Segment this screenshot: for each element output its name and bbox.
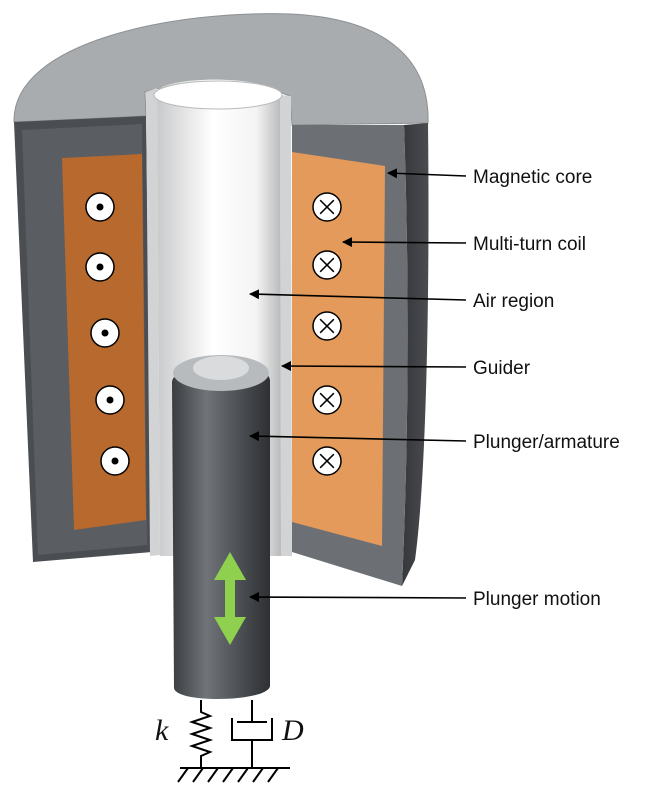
coil-right-section — [292, 152, 385, 546]
current-in-icon — [312, 192, 342, 222]
guider-tube — [146, 88, 160, 556]
arrow-magnetic-core — [387, 168, 467, 179]
spring-k — [188, 700, 214, 768]
current-out-icon — [90, 318, 120, 348]
current-in-icon — [312, 311, 342, 341]
label-magnetic-core: Magnetic core — [473, 167, 592, 188]
arrow-air-region — [249, 289, 467, 301]
plunger-motion-arrow — [214, 552, 246, 645]
label-guider: Guider — [473, 358, 531, 379]
current-out-icon — [100, 446, 130, 476]
damper-d — [231, 700, 273, 768]
arrow-plunger-armature — [249, 431, 467, 442]
damper-label: D — [281, 714, 304, 747]
plunger-armature — [172, 355, 270, 700]
label-air-region: Air region — [473, 291, 554, 312]
current-in-icon — [312, 385, 342, 415]
arrow-multi-turn-coil — [342, 237, 467, 248]
callout-arrows — [249, 168, 467, 603]
core-outer-side — [402, 123, 429, 586]
spring-label: k — [155, 714, 169, 747]
current-out-icon — [85, 252, 115, 282]
current-out-icon — [95, 385, 125, 415]
current-in-icon — [312, 446, 342, 476]
current-out-icon — [85, 192, 115, 222]
arrow-guider — [281, 361, 467, 372]
current-in-icon — [312, 250, 342, 280]
ground — [177, 767, 290, 783]
label-plunger-motion: Plunger motion — [473, 589, 601, 610]
label-multi-turn-coil: Multi-turn coil — [473, 234, 586, 255]
arrow-plunger-motion — [249, 592, 467, 603]
label-plunger-armature: Plunger/armature — [473, 432, 620, 453]
